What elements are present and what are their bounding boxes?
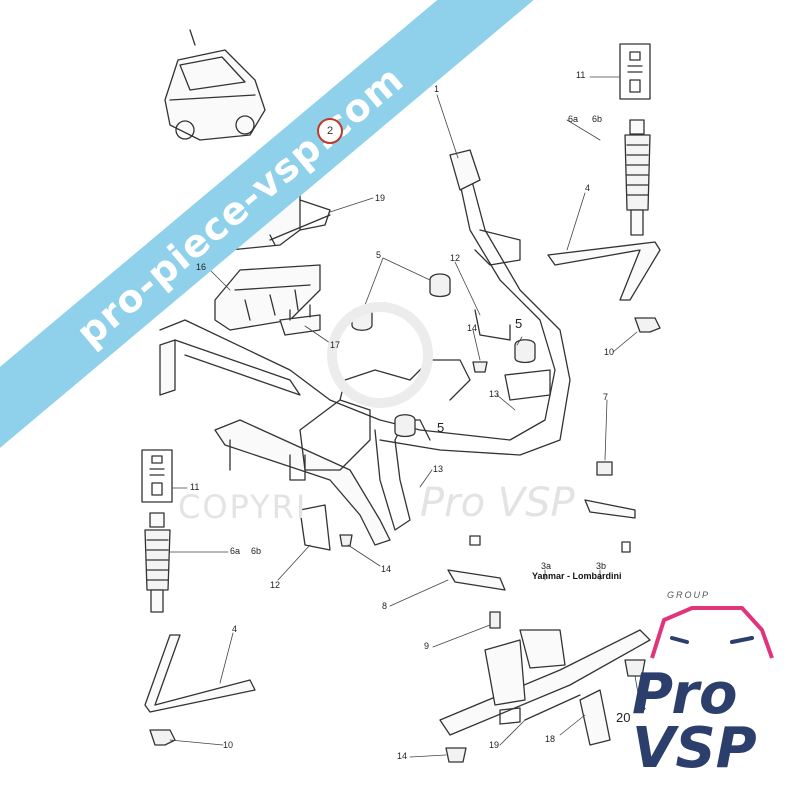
callout-5-a: 5 <box>376 250 382 260</box>
callout-18: 18 <box>545 734 556 744</box>
callout-13-b: 13 <box>433 464 444 474</box>
logo-group-text: GROUP <box>667 590 711 600</box>
bracket-17 <box>279 304 321 336</box>
callout-4-top: 4 <box>585 183 591 193</box>
logo-pro-text: Pro <box>632 662 738 727</box>
car-silhouette-icon <box>650 606 774 659</box>
callout-1: 1 <box>434 84 440 94</box>
bracket-16 <box>214 264 321 331</box>
callout-19-top: 19 <box>375 193 386 203</box>
callout-6b-bottom: 6b <box>251 546 262 556</box>
callout-20: 20 <box>616 710 631 725</box>
callout-6b-top: 6b <box>592 114 603 124</box>
pin-9 <box>489 611 501 629</box>
callout-13-a: 13 <box>489 389 500 399</box>
callout-8: 8 <box>382 601 388 611</box>
engine-bracket-top <box>584 499 636 519</box>
engine-cradle <box>439 629 651 736</box>
callout-11-top: 11 <box>576 70 586 80</box>
bolt-19-bottom <box>524 694 581 721</box>
bolt-19-top <box>269 214 331 241</box>
callout-12-bottom: 12 <box>270 580 281 590</box>
callout-4-bottom: 4 <box>232 624 238 634</box>
rubber-mount-icon <box>351 273 536 438</box>
callout-6a-bottom: 6a <box>230 546 241 556</box>
callout-11-bottom: 11 <box>190 482 200 492</box>
hardware-kit-11-top <box>619 43 651 100</box>
copyright-watermark: COPYRI <box>178 488 308 526</box>
engine-variant-label: Yanmar - Lombardini <box>532 571 622 581</box>
bracket-12-top <box>474 309 511 341</box>
callout-14-a: 14 <box>467 323 478 333</box>
wishbone-4-top <box>547 241 661 301</box>
callout-19-bottom: 19 <box>489 740 500 750</box>
subframe-assembly <box>159 149 571 546</box>
logo-vsp-text: VSP <box>632 716 757 781</box>
callout-2-circle: 2 <box>317 118 343 144</box>
callout-5-c: 5 <box>437 420 445 435</box>
callout-7: 7 <box>603 392 609 402</box>
callout-9: 9 <box>424 641 430 651</box>
callout-14-b: 14 <box>381 564 392 574</box>
bump-stop-icon <box>339 361 646 763</box>
shock-absorber-bottom <box>144 512 171 613</box>
callout-12-top: 12 <box>450 253 461 263</box>
ball-joint-10-top <box>634 317 661 333</box>
callout-3a: 3a <box>541 561 552 571</box>
callout-6a-top: 6a <box>568 114 579 124</box>
callout-14-d: 14 <box>397 751 408 761</box>
bracket-12-bottom <box>299 504 331 551</box>
copyright-watermark-brand: Pro VSP <box>420 480 575 526</box>
hardware-kit-11-bottom <box>141 449 173 503</box>
callout-14-c: 14 <box>636 702 647 712</box>
callout-17: 17 <box>330 340 341 350</box>
ball-joint-10-bottom <box>149 729 176 746</box>
callout-5-b: 5 <box>515 316 523 331</box>
car-thumbnail-icon <box>164 29 266 141</box>
callout-16: 16 <box>196 262 207 272</box>
callout-10-bottom: 10 <box>223 740 234 750</box>
bushing-7 <box>596 461 613 476</box>
wishbone-4-bottom <box>144 634 256 713</box>
engine-bracket-8 <box>447 569 506 591</box>
callout-10-top: 10 <box>604 347 615 357</box>
pro-vsp-logo: GROUP Pro VSP <box>612 590 792 790</box>
watermark-circle <box>327 302 433 408</box>
callout-3b: 3b <box>596 561 607 571</box>
shock-absorber-top <box>624 119 651 236</box>
plate-18 <box>579 689 611 746</box>
